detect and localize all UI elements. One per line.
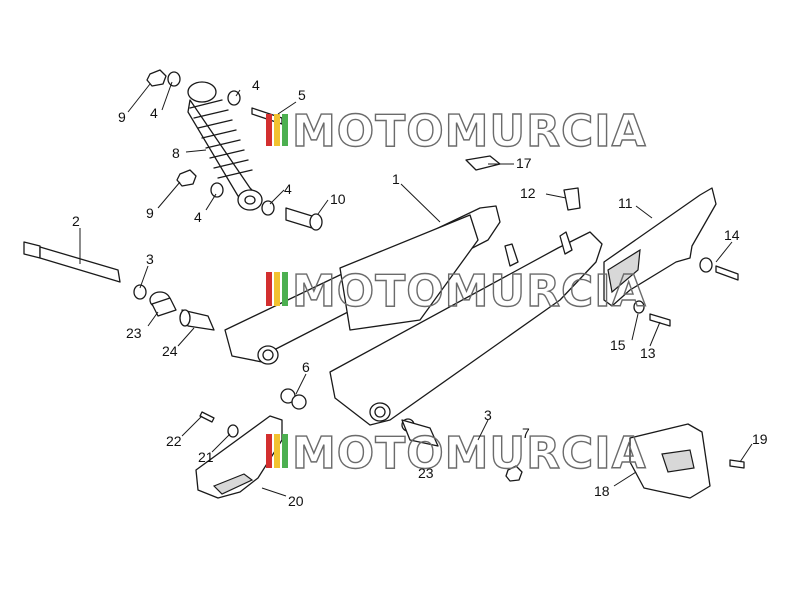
callout-8: 8 bbox=[172, 145, 180, 161]
callout-4: 4 bbox=[252, 77, 260, 93]
callout-9: 9 bbox=[118, 109, 126, 125]
leader-lines bbox=[79, 81, 753, 497]
callout-15: 15 bbox=[610, 337, 626, 353]
callout-4: 4 bbox=[194, 209, 202, 225]
callout-24: 24 bbox=[162, 343, 178, 359]
swingarm bbox=[224, 205, 603, 426]
callout-7: 7 bbox=[522, 425, 530, 441]
callout-4: 4 bbox=[284, 181, 292, 197]
watermark-3: MOTOMURCIA bbox=[266, 427, 647, 480]
callout-13: 13 bbox=[640, 345, 656, 361]
callout-22: 22 bbox=[166, 433, 182, 449]
callout-9: 9 bbox=[146, 205, 154, 221]
callout-23: 23 bbox=[126, 325, 142, 341]
callout-11: 11 bbox=[618, 195, 633, 211]
callout-12: 12 bbox=[520, 185, 536, 201]
callout-20: 20 bbox=[288, 493, 304, 509]
callout-5: 5 bbox=[298, 87, 306, 103]
watermark-1: MOTOMURCIA bbox=[266, 105, 647, 158]
callout-17: 17 bbox=[516, 155, 532, 171]
shock-absorber bbox=[187, 81, 263, 211]
callout-10: 10 bbox=[330, 191, 346, 207]
axle-bolt bbox=[23, 241, 121, 283]
callout-2: 2 bbox=[72, 213, 80, 229]
chain-guard bbox=[603, 187, 717, 307]
callout-18: 18 bbox=[594, 483, 610, 499]
lower-pin bbox=[401, 419, 439, 447]
callout-4: 4 bbox=[150, 105, 158, 121]
watermark-2: MOTOMURCIA bbox=[266, 265, 647, 318]
hardware-parts bbox=[133, 69, 745, 482]
watermark-text: MOTOMURCIA bbox=[292, 106, 647, 157]
callout-3: 3 bbox=[484, 407, 492, 423]
callout-14: 14 bbox=[724, 227, 740, 243]
callout-6: 6 bbox=[302, 359, 310, 375]
watermark-text: MOTOMURCIA bbox=[292, 428, 647, 479]
guard-plate bbox=[629, 423, 711, 499]
chain-slider bbox=[195, 415, 283, 499]
callout-21: 21 bbox=[198, 449, 214, 465]
callout-3: 3 bbox=[146, 251, 154, 267]
callout-labels: 1 2 3 3 4 4 4 4 5 6 7 8 9 9 10 11 12 13 … bbox=[72, 77, 768, 509]
callout-23: 23 bbox=[418, 465, 434, 481]
watermark-text: MOTOMURCIA bbox=[292, 266, 647, 317]
callout-1: 1 bbox=[392, 171, 400, 187]
callout-19: 19 bbox=[752, 431, 768, 447]
